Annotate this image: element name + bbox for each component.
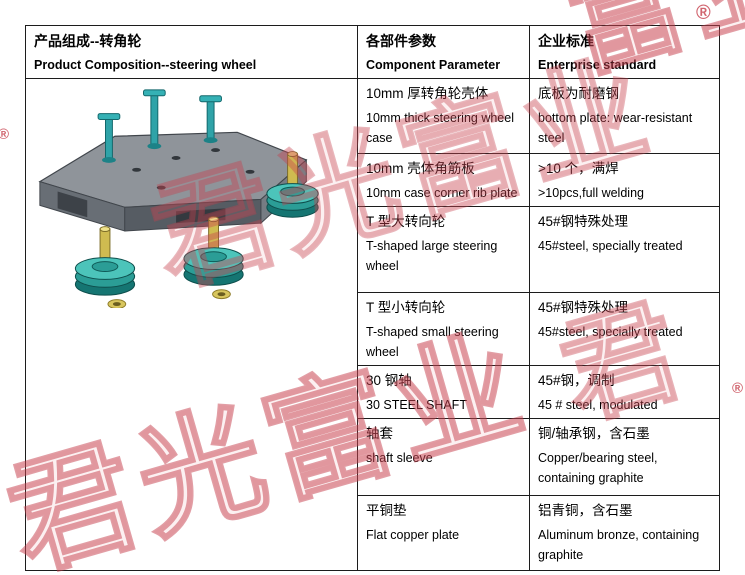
parameter-text-en: 10mm thick steering wheel case — [366, 111, 514, 145]
standard-text-en: 45#steel, specially treated — [538, 325, 683, 339]
enterprise-standard-cell: 45#钢特殊处理 45#steel, specially treated — [529, 292, 720, 366]
header-enterprise-standard-zh: 企业标准 — [538, 33, 594, 49]
parameter-text-zh: 10mm 厚转角轮壳体 — [366, 86, 489, 101]
parameter-text-en: T-shaped small steering wheel — [366, 325, 499, 359]
steering-pulley — [74, 226, 136, 296]
parameter-text-en: 30 STEEL SHAFT — [366, 398, 467, 412]
standard-text-en: Copper/bearing steel, containing graphit… — [538, 451, 658, 485]
header-product-composition: 产品组成--转角轮 Product Composition--steering … — [25, 25, 358, 79]
enterprise-standard-cell: 底板为耐磨钢 bottom plate: wear-resistant stee… — [529, 78, 720, 154]
standard-text-zh: 铜/轴承钢，含石墨 — [538, 426, 650, 441]
header-component-parameter-en: Component Parameter — [366, 58, 501, 72]
component-parameter-cell: T 型大转向轮 T-shaped large steering wheel — [357, 206, 530, 293]
parameter-text-en: Flat copper plate — [366, 528, 460, 542]
registered-trademark-icon: ® — [0, 126, 10, 143]
registered-trademark-icon: ® — [696, 2, 711, 24]
t-pin — [143, 89, 166, 150]
product-diagram-cell — [25, 78, 358, 571]
spec-row: 10mm 壳体角筋板 10mm case corner rib plate >1… — [26, 153, 720, 207]
steering-wheel-case-plate — [38, 131, 308, 232]
component-parameter-cell: 轴套 shaft sleeve — [357, 418, 530, 496]
component-parameter-cell: 10mm 厚转角轮壳体 10mm thick steering wheel ca… — [357, 78, 530, 154]
parameter-text-zh: T 型小转向轮 — [366, 300, 446, 315]
spec-row: T 型小转向轮 T-shaped small steering wheel 45… — [26, 292, 720, 366]
header-component-parameter: 各部件参数 Component Parameter — [357, 25, 530, 79]
component-parameter-cell: 平铜垫 Flat copper plate — [357, 495, 530, 571]
standard-text-en: Aluminum bronze, containing graphite — [538, 528, 700, 562]
spec-row: 轴套 shaft sleeve 铜/轴承钢，含石墨 Copper/bearing… — [26, 418, 720, 496]
standard-text-zh: >10 个，满焊 — [538, 161, 619, 176]
enterprise-standard-cell: >10 个，满焊 >10pcs,full welding — [529, 153, 720, 207]
header-row: 产品组成--转角轮 Product Composition--steering … — [25, 25, 720, 79]
spec-row: 平铜垫 Flat copper plate 铝青铜，含石墨 Aluminum b… — [26, 495, 720, 571]
t-pin — [97, 113, 121, 163]
standard-text-zh: 底板为耐磨钢 — [538, 86, 619, 101]
header-component-parameter-zh: 各部件参数 — [366, 33, 436, 49]
steering-pulley — [183, 216, 244, 286]
parameter-text-zh: 10mm 壳体角筋板 — [366, 161, 475, 176]
assembly-diagram — [38, 89, 319, 309]
standard-text-en: bottom plate: wear-resistant steel — [538, 111, 693, 145]
standard-text-en: 45#steel, specially treated — [538, 239, 683, 253]
spec-row: 10mm 厚转角轮壳体 10mm thick steering wheel ca… — [25, 78, 720, 571]
standard-text-zh: 45#钢，调制 — [538, 373, 615, 388]
header-product-composition-en: Product Composition--steering wheel — [34, 58, 257, 72]
parameter-text-en: 10mm case corner rib plate — [366, 186, 518, 200]
parameter-text-en: T-shaped large steering wheel — [366, 239, 498, 273]
standard-text-zh: 铝青铜，含石墨 — [538, 503, 633, 518]
component-parameter-cell: 30 钢轴 30 STEEL SHAFT — [357, 365, 530, 419]
product-spec-table: 产品组成--转角轮 Product Composition--steering … — [25, 25, 720, 571]
standard-text-en: 45 # steel, modulated — [538, 398, 658, 412]
header-product-composition-zh: 产品组成--转角轮 — [34, 33, 142, 49]
header-enterprise-standard: 企业标准 Enterprise standard — [529, 25, 720, 79]
parameter-text-en: shaft sleeve — [366, 451, 433, 465]
component-parameter-cell: T 型小转向轮 T-shaped small steering wheel — [357, 292, 530, 366]
hex-nut — [107, 299, 127, 309]
enterprise-standard-cell: 铝青铜，含石墨 Aluminum bronze, containing grap… — [529, 495, 720, 571]
standard-text-zh: 45#钢特殊处理 — [538, 214, 629, 229]
parameter-text-zh: 30 钢轴 — [366, 373, 412, 388]
enterprise-standard-cell: 45#钢特殊处理 45#steel, specially treated — [529, 206, 720, 293]
steering-pulley — [266, 151, 319, 218]
hex-nut — [212, 289, 231, 300]
parameter-text-zh: 轴套 — [366, 426, 393, 441]
registered-trademark-icon: ® — [732, 380, 744, 397]
standard-text-zh: 45#钢特殊处理 — [538, 300, 629, 315]
spec-row: T 型大转向轮 T-shaped large steering wheel 45… — [26, 206, 720, 293]
t-pin — [199, 95, 222, 144]
component-parameter-cell: 10mm 壳体角筋板 10mm case corner rib plate — [357, 153, 530, 207]
enterprise-standard-cell: 45#钢，调制 45 # steel, modulated — [529, 365, 720, 419]
enterprise-standard-cell: 铜/轴承钢，含石墨 Copper/bearing steel, containi… — [529, 418, 720, 496]
parameter-text-zh: 平铜垫 — [366, 503, 407, 518]
parameter-text-zh: T 型大转向轮 — [366, 214, 446, 229]
standard-text-en: >10pcs,full welding — [538, 186, 644, 200]
header-enterprise-standard-en: Enterprise standard — [538, 58, 657, 72]
